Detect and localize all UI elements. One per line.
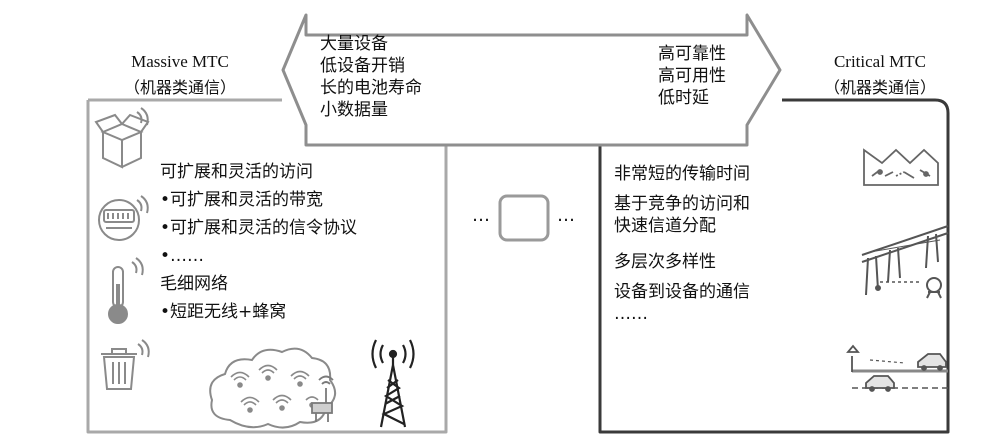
thermometer-icon xyxy=(108,257,144,324)
feature-text: 非常短的传输时间 xyxy=(614,164,750,184)
requirement-text: 高可用性 xyxy=(658,66,726,86)
critical-mtc-title: Critical MTC xyxy=(833,52,927,71)
factory-icon xyxy=(863,148,939,186)
feature-text: 可扩展和灵活的访问 xyxy=(160,162,313,182)
feature-bullet: •可扩展和灵活的带宽 xyxy=(160,190,324,210)
feature-text: 多层次多样性 xyxy=(614,252,716,272)
ellipsis-right: … xyxy=(557,205,576,226)
feature-text: …… xyxy=(614,304,648,324)
power-line-drone-icon xyxy=(861,225,949,299)
requirement-text: 高可靠性 xyxy=(658,44,726,64)
massive-mtc-title: Massive MTC xyxy=(131,52,229,71)
feature-bullet: •短距无线+蜂窝 xyxy=(160,302,287,322)
feature-bullet: •…… xyxy=(160,246,205,266)
requirement-text: 低设备开销 xyxy=(320,56,405,76)
meter-icon xyxy=(98,195,149,241)
feature-text: 基于竞争的访问和 xyxy=(614,194,750,214)
requirement-text: 大量设备 xyxy=(320,34,388,54)
feature-bullet: •可扩展和灵活的信令协议 xyxy=(160,218,358,238)
massive-mtc-subtitle: （机器类通信） xyxy=(123,78,236,97)
requirement-text: 小数据量 xyxy=(320,100,388,120)
road-vehicles-icon xyxy=(846,344,948,392)
massive-mtc-features: 可扩展和灵活的访问 •可扩展和灵活的带宽 •可扩展和灵活的信令协议 •…… 毛细… xyxy=(160,161,357,323)
trash-can-icon xyxy=(101,339,150,390)
requirement-text: 低时延 xyxy=(658,88,709,108)
ellipsis-left: … xyxy=(472,205,491,226)
massive-mtc-box xyxy=(86,98,448,434)
critical-mtc-subtitle: （机器类通信） xyxy=(823,78,936,97)
critical-mtc-features: 非常短的传输时间 基于竞争的访问和 快速信道分配 多层次多样性 设备到设备的通信… xyxy=(614,163,750,325)
critical-mtc-box xyxy=(598,98,950,434)
requirement-text: 长的电池寿命 xyxy=(320,78,422,98)
massive-mtc-requirements: 大量设备 低设备开销 长的电池寿命 小数据量 xyxy=(320,33,422,121)
package-icon xyxy=(94,107,150,169)
critical-mtc-requirements: 高可靠性 高可用性 低时延 xyxy=(658,43,726,109)
cell-tower-icon xyxy=(371,339,415,428)
feature-text: 毛细网络 xyxy=(160,274,228,294)
middle-placeholder-box xyxy=(498,194,550,242)
sensor-node-icon xyxy=(311,375,334,422)
feature-text: 设备到设备的通信 xyxy=(614,282,750,302)
feature-text: 快速信道分配 xyxy=(614,216,716,236)
double-headed-arrow xyxy=(281,13,782,147)
cloud-mesh-icon xyxy=(209,347,337,429)
